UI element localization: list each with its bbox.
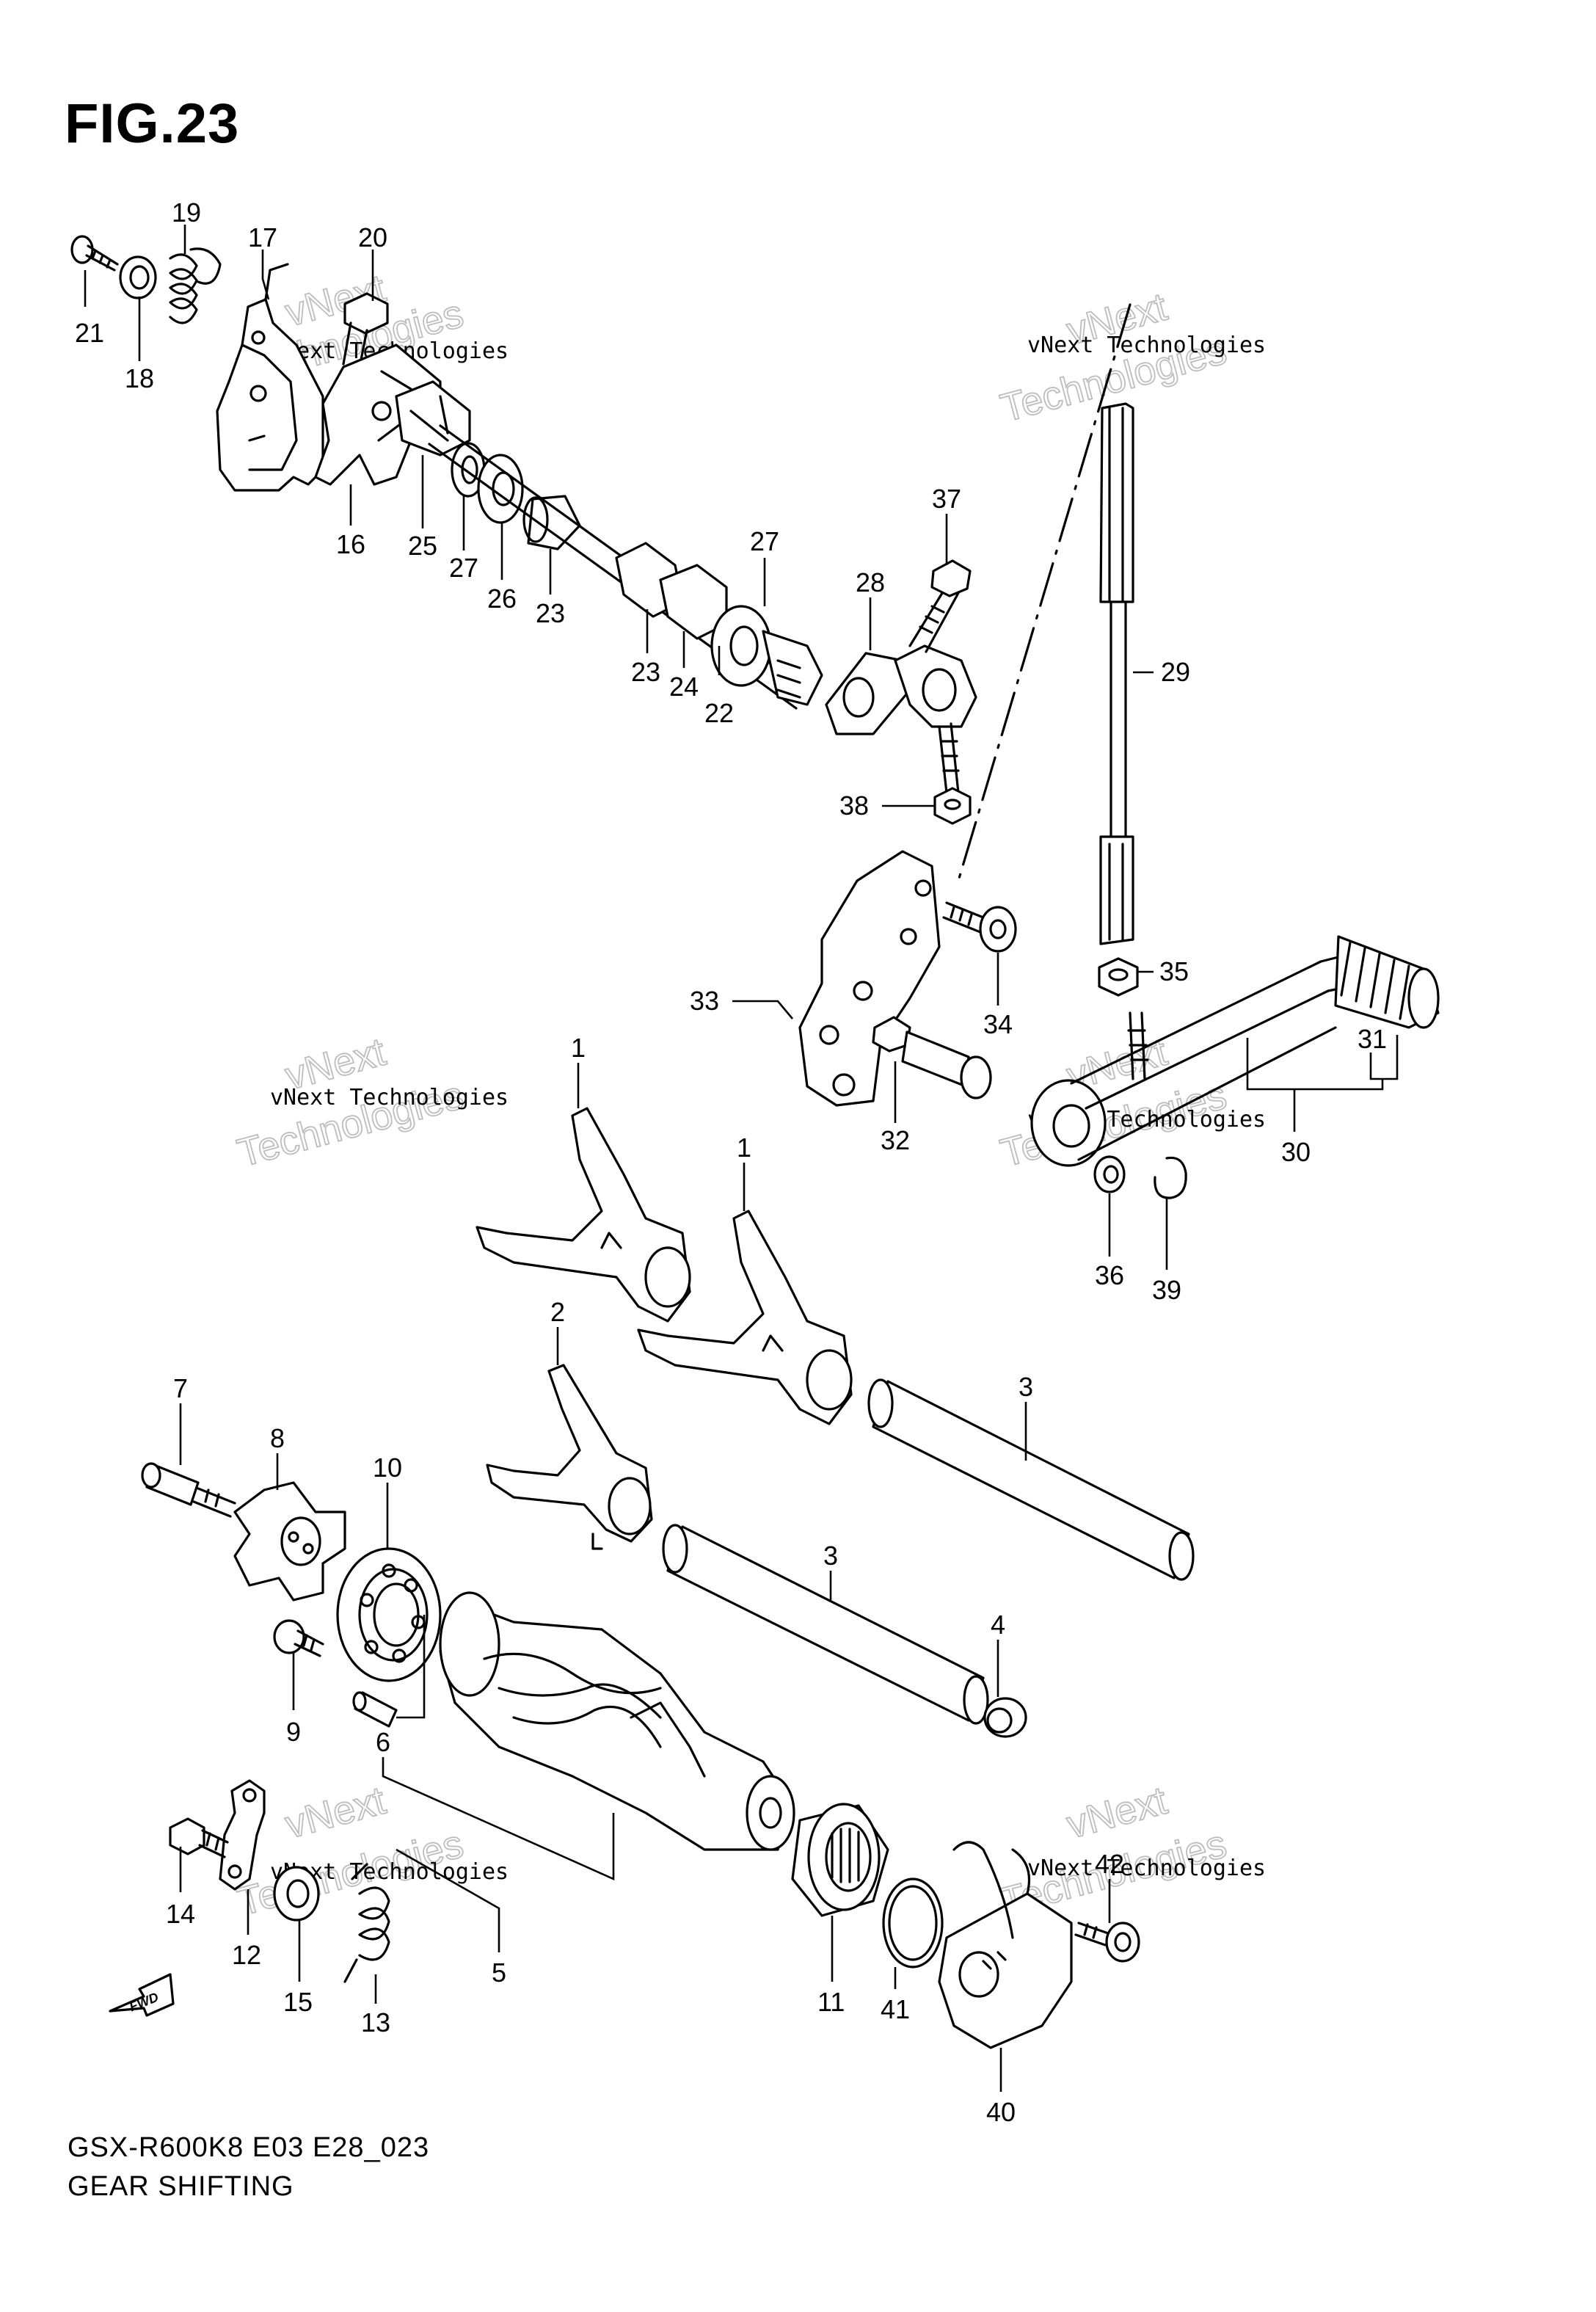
callout-11: 11 — [817, 1987, 845, 2017]
callout-34: 34 — [983, 1009, 1013, 1039]
part-18-washer — [119, 255, 157, 299]
part-8-cam-plate — [233, 1481, 346, 1602]
part-36-washer — [1093, 1155, 1126, 1193]
part-1-shift-fork-b — [637, 1210, 853, 1425]
callout-1-lower: 1 — [737, 1133, 751, 1163]
callout-6: 6 — [376, 1727, 390, 1757]
callout-8: 8 — [270, 1423, 285, 1453]
part-11-needle-bearing — [791, 1803, 889, 1917]
part-19-spring — [169, 247, 222, 324]
part-26-seal — [477, 454, 524, 524]
watermark-vnext-text: vNext — [1063, 1778, 1172, 1847]
part-38-nut — [933, 787, 972, 825]
diagram-section-name: GEAR SHIFTING — [68, 2171, 294, 2202]
part-40-gear-position-sensor — [938, 1841, 1073, 2049]
callout-28: 28 — [856, 567, 885, 597]
part-6-dowel — [352, 1691, 398, 1728]
watermark-label: vNext Technologies — [270, 1085, 509, 1110]
callout-23-upper: 23 — [536, 598, 565, 628]
part-34-bolt — [942, 901, 1017, 953]
callout-36: 36 — [1095, 1260, 1124, 1290]
callout-15: 15 — [283, 1987, 313, 2017]
part-32-pivot-bolt — [872, 1016, 992, 1099]
callout-39: 39 — [1152, 1275, 1181, 1305]
callout-27-upper: 27 — [449, 553, 478, 583]
part-3-fork-shaft-short — [662, 1524, 989, 1725]
callout-5: 5 — [492, 1957, 506, 1988]
callout-4: 4 — [991, 1610, 1005, 1640]
part-3-fork-shaft-long — [867, 1378, 1195, 1581]
part-42-screw — [1074, 1922, 1140, 1963]
callout-33: 33 — [690, 986, 719, 1016]
callout-38: 38 — [839, 790, 869, 821]
callout-16: 16 — [336, 529, 365, 559]
callout-17: 17 — [248, 222, 277, 252]
part-31-pedal-rubber — [1334, 935, 1440, 1029]
callout-3-upper: 3 — [1019, 1372, 1033, 1402]
part-21-screw — [70, 235, 119, 272]
callout-31: 31 — [1358, 1024, 1387, 1054]
part-39-circlip — [1154, 1156, 1187, 1199]
callout-35: 35 — [1159, 956, 1189, 986]
watermark-top-right: vNext Technologies vNext Technologies — [996, 284, 1266, 431]
callout-30: 30 — [1281, 1137, 1311, 1167]
part-14-bolt — [169, 1817, 229, 1858]
callout-21: 21 — [75, 318, 104, 348]
part-1-shift-fork-a — [475, 1107, 691, 1323]
callout-19: 19 — [172, 197, 201, 228]
callout-24: 24 — [669, 672, 699, 702]
callout-numbers: 21 18 19 17 20 16 25 27 26 23 23 24 22 2… — [75, 197, 1387, 2127]
callout-25: 25 — [408, 531, 437, 561]
part-25-cam — [395, 380, 471, 457]
callout-40: 40 — [986, 2097, 1016, 2127]
part-5-shift-drum — [439, 1591, 795, 1851]
callout-42: 42 — [1095, 1849, 1124, 1879]
callout-3-lower: 3 — [823, 1541, 838, 1571]
part-28-link-arm — [825, 644, 977, 794]
watermark-label: vNext Technologies — [1027, 332, 1266, 358]
callout-23-lower: 23 — [631, 657, 660, 687]
callout-22: 22 — [704, 698, 734, 728]
watermark-mid-left: vNext Technologies vNext Technologies — [233, 1029, 509, 1176]
callout-37: 37 — [932, 484, 961, 514]
part-33-bracket — [798, 850, 941, 1107]
fwd-direction-arrow: FWD — [109, 1973, 175, 2017]
part-12-stopper — [219, 1779, 266, 1891]
part-13-spring — [343, 1863, 390, 1983]
diagram-model-code: GSX-R600K8 E03 E28_023 — [68, 2132, 430, 2163]
part-2-shift-fork-c — [486, 1364, 653, 1550]
callout-12: 12 — [232, 1940, 261, 1970]
callout-7: 7 — [173, 1373, 188, 1403]
part-7-pin — [141, 1462, 236, 1518]
callout-32: 32 — [881, 1125, 910, 1155]
part-35-nut — [1098, 957, 1139, 997]
leader-lines — [84, 225, 1399, 2092]
callout-29: 29 — [1161, 657, 1190, 687]
callout-1-upper: 1 — [571, 1033, 586, 1063]
callout-2: 2 — [550, 1297, 565, 1327]
part-4-plug — [983, 1697, 1027, 1738]
callout-41: 41 — [881, 1994, 910, 2024]
callout-18: 18 — [125, 363, 154, 393]
part-41-o-ring — [882, 1877, 944, 1969]
part-10-bearing — [336, 1547, 442, 1682]
callout-9: 9 — [286, 1717, 301, 1747]
callout-13: 13 — [361, 2007, 390, 2037]
part-23-bushing — [522, 495, 581, 550]
figure-title: FIG.23 — [65, 92, 240, 155]
callout-10: 10 — [373, 1453, 402, 1483]
callout-14: 14 — [166, 1899, 195, 1929]
callout-26: 26 — [487, 584, 517, 614]
part-29-shift-rod — [957, 303, 1134, 945]
part-shift-shaft — [428, 424, 823, 710]
watermark-label: vNext Technologies — [1027, 1855, 1266, 1881]
callout-20: 20 — [358, 222, 387, 252]
callout-27-lower: 27 — [750, 526, 779, 556]
part-15-collar — [273, 1866, 320, 1922]
part-17-stopper-plate — [216, 263, 324, 492]
watermark-vnext-text: vNext — [281, 1778, 390, 1847]
part-37-bolt — [908, 559, 972, 653]
part-9-screw — [273, 1619, 324, 1657]
